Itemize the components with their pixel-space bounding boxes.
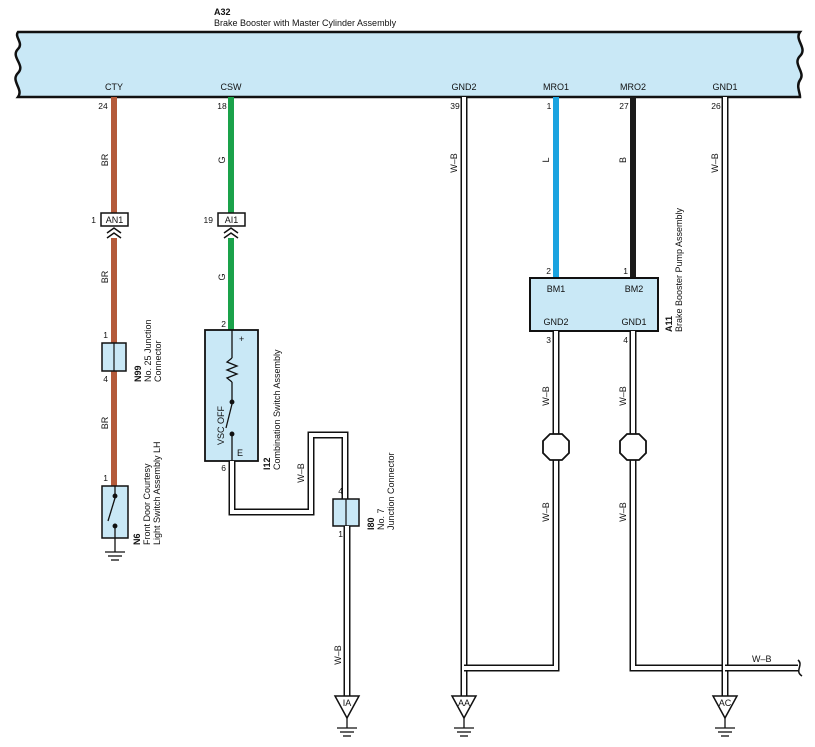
wire-color-br-2: BR	[100, 270, 110, 283]
pump-assembly-a11	[529, 277, 659, 332]
n6-name-line1: Front Door Courtesy	[142, 463, 152, 545]
n6-pin: 1	[103, 473, 108, 483]
wire-break-icon	[797, 659, 803, 677]
wire-color-b: B	[618, 157, 628, 163]
connector-ai1	[217, 212, 246, 227]
terminal-gnd2: GND2	[451, 82, 476, 92]
a11-pin-gnd2: 3	[546, 335, 551, 345]
pin-gnd1: 26	[711, 101, 721, 111]
a11-gnd1: GND1	[621, 317, 646, 327]
connector-ai1-code: AI1	[225, 215, 239, 225]
connector-ai1-chevron-icon	[223, 227, 239, 239]
wire-color-wb-ia: W–B	[333, 645, 343, 665]
wire-color-wb-gnd2: W–B	[449, 153, 459, 173]
ground-ia-label: IA	[343, 698, 352, 708]
terminal-gnd1: GND1	[712, 82, 737, 92]
a11-pin-bm2: 1	[623, 266, 628, 276]
pin-cty: 24	[98, 101, 108, 111]
wire-color-g-2: G	[217, 273, 227, 280]
i12-pin-bottom: 6	[221, 463, 226, 473]
wire-a11-gnd2-wb	[464, 331, 560, 672]
n99-pin-top: 1	[103, 330, 108, 340]
a32-code: A32	[214, 7, 231, 17]
terminal-csw: CSW	[221, 82, 243, 92]
wire-color-l: L	[541, 157, 551, 162]
a11-pin-gnd1: 4	[623, 335, 628, 345]
n99-pin-bottom: 4	[103, 374, 108, 384]
wire-color-wb-a11-1: W–B	[541, 386, 551, 406]
a11-name: Brake Booster Pump Assembly	[674, 207, 684, 332]
n99-code: N99	[133, 365, 143, 382]
switch-icon	[107, 486, 118, 538]
connector-an1-code: AN1	[106, 215, 124, 225]
i12-pin-top: 2	[221, 319, 226, 329]
n99-name-line2: Connector	[153, 340, 163, 382]
resistor-icon	[225, 330, 239, 461]
a32-name: Brake Booster with Master Cylinder Assem…	[214, 18, 397, 28]
splice-point-gnd1	[619, 433, 647, 461]
pin-mro2: 27	[619, 101, 629, 111]
wire-i12-i80-wb	[228, 431, 349, 516]
i12-plus: +	[239, 334, 244, 344]
connector-an1	[100, 212, 129, 227]
connector-ai1-pin: 19	[204, 215, 214, 225]
ground-aa-icon	[450, 695, 478, 737]
ground-ac-icon	[711, 695, 739, 737]
wire-color-wb-i12: W–B	[296, 463, 306, 483]
connector-an1-chevron-icon	[106, 227, 122, 239]
ground-aa-label: AA	[458, 698, 470, 708]
i80-name-line2: Junction Connector	[386, 452, 396, 530]
a11-bm1: BM1	[547, 284, 566, 294]
wire-color-wb-a11-4: W–B	[618, 502, 628, 522]
pin-gnd2: 39	[450, 101, 460, 111]
a32-component-body	[14, 30, 804, 99]
wire-color-wb-a11-3: W–B	[618, 386, 628, 406]
i12-code: I12	[262, 457, 272, 470]
ground-ac-label: AC	[719, 698, 732, 708]
i80-code: I80	[366, 517, 376, 530]
i12-switch-label: VSC OFF	[216, 405, 226, 445]
n6-name-line2: Light Switch Assembly LH	[152, 441, 162, 545]
wire-color-wb-branch: W–B	[752, 654, 772, 664]
i12-e: E	[237, 448, 243, 458]
pin-mro1: 1	[547, 101, 552, 111]
wire-a11-gnd1-wb	[629, 331, 725, 672]
terminal-mro2: MRO2	[620, 82, 646, 92]
a11-bm2: BM2	[625, 284, 644, 294]
i80-pin-bottom: 1	[338, 529, 343, 539]
connector-an1-pin: 1	[91, 215, 96, 225]
ground-ia-icon	[333, 695, 361, 737]
wire-color-br-1: BR	[100, 153, 110, 166]
wire-color-g-1: G	[217, 156, 227, 163]
i80-pin-top: 4	[338, 486, 343, 496]
a11-code: A11	[664, 316, 674, 332]
wire-color-br-3: BR	[100, 416, 110, 429]
i80-name-line1: No. 7	[376, 508, 386, 530]
pin-csw: 18	[217, 101, 227, 111]
splice-point-gnd2	[542, 433, 570, 461]
wire-color-wb-a11-2: W–B	[541, 502, 551, 522]
terminal-mro1: MRO1	[543, 82, 569, 92]
terminal-cty: CTY	[105, 82, 123, 92]
n6-code: N6	[132, 533, 142, 545]
i12-name: Combination Switch Assembly	[272, 349, 282, 470]
a11-pin-bm1: 2	[546, 266, 551, 276]
ground-n6-icon	[105, 538, 125, 561]
n99-name-line1: No. 25 Junction	[143, 319, 153, 382]
a11-gnd2: GND2	[543, 317, 568, 327]
wire-color-wb-gnd1: W–B	[710, 153, 720, 173]
